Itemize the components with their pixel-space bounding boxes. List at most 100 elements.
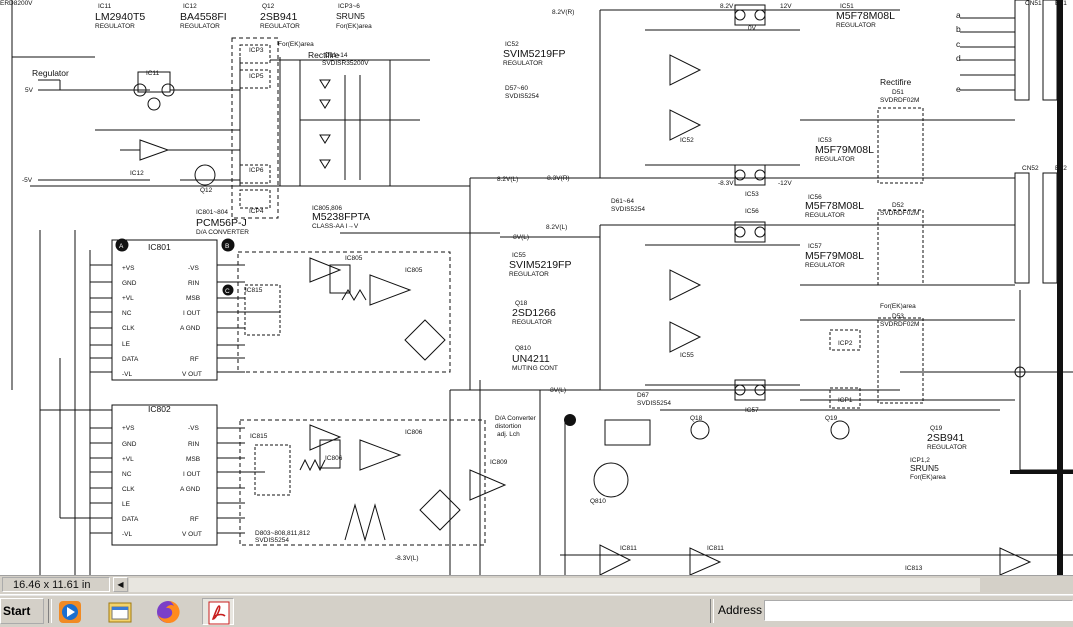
d51-part: SVDRDF02M xyxy=(880,97,919,104)
document-size-readout: 16.46 x 11.61 in xyxy=(2,577,110,592)
pin-vs: +VS xyxy=(122,265,135,272)
ic802-ref: IC802 xyxy=(148,404,171,414)
icp4-label: ICP4 xyxy=(249,208,264,215)
rectifire2-label: Rectifire xyxy=(880,77,911,87)
q12-ref-box: Q12 xyxy=(200,187,213,194)
firefox-icon xyxy=(157,600,180,623)
d53-part: SVDRDF02M xyxy=(880,321,919,328)
ic805-box-ref2: IC805 xyxy=(405,267,423,274)
icp12-part: SRUN5 xyxy=(910,463,939,473)
letter-e: e xyxy=(956,84,961,94)
ic809-box-ref: IC809 xyxy=(490,459,508,466)
v0-top: 0V xyxy=(748,25,757,32)
vm5-label: -5V xyxy=(22,177,33,184)
ic51-role: REGULATOR xyxy=(836,22,876,29)
media-player-button[interactable] xyxy=(54,598,86,625)
icp36-role: For(EK)area xyxy=(336,23,372,30)
d1114-label: D11~14 xyxy=(325,52,348,59)
pin-clk: CLK xyxy=(122,325,135,332)
d51-label: D51 xyxy=(892,89,904,96)
address-input[interactable] xyxy=(764,600,1073,621)
icp12-ref: ICP1,2 xyxy=(910,457,930,464)
acrobat-icon xyxy=(208,601,230,625)
pin-agnd: A GND xyxy=(180,325,201,332)
ic12-role: REGULATOR xyxy=(180,23,220,30)
ic815-box-ref2: IC815 xyxy=(250,433,268,440)
ic55-box-ref: IC55 xyxy=(680,352,694,359)
v12-top: 12V xyxy=(780,3,792,10)
pin2-le: LE xyxy=(122,501,131,508)
d6164-text: D61~64 xyxy=(611,198,634,205)
d52-label: D52 xyxy=(892,202,904,209)
d803-part: SVDIS5254 xyxy=(255,537,289,544)
acrobat-button[interactable] xyxy=(202,598,234,625)
ic801-ref: IC801 xyxy=(148,242,171,252)
ic56-box-ref: IC56 xyxy=(745,208,759,215)
folder-window-icon xyxy=(108,602,132,623)
d67-label: D67 xyxy=(637,392,649,399)
horizontal-scrollbar[interactable] xyxy=(129,578,980,592)
q19-ref: Q19 xyxy=(930,425,943,432)
ic53-ref: IC53 xyxy=(818,137,832,144)
icp3-label: ICP3 xyxy=(249,47,264,54)
start-button[interactable]: Start xyxy=(0,598,44,624)
q19-box-ref: Q19 xyxy=(825,415,838,422)
ic52-ref: IC52 xyxy=(505,41,519,48)
v5-label: 5V xyxy=(25,87,34,94)
q810-part: UN4211 xyxy=(512,353,550,365)
ic53-box-ref: IC53 xyxy=(745,191,759,198)
icp1-label: ICP1 xyxy=(838,397,853,404)
pin2-msb: MSB xyxy=(186,456,200,463)
ic801-role: D/A CONVERTER xyxy=(196,229,249,236)
firefox-button[interactable] xyxy=(152,598,184,625)
q12-ref: Q12 xyxy=(262,3,275,10)
ic56-role: REGULATOR xyxy=(805,212,845,219)
d803-text: D803~808,811,812 xyxy=(255,530,310,537)
q810-role1: MUTING CONT xyxy=(512,365,558,372)
ic806-box-ref2: IC806 xyxy=(325,455,343,462)
ic57-box-ref: IC57 xyxy=(745,407,759,414)
bus-82l2: 8.2V(L) xyxy=(546,224,567,231)
ic12-ref: IC12 xyxy=(183,3,197,10)
distortion-text: distortion xyxy=(495,423,522,430)
document-viewer[interactable]: ERD8200V IC11 LM2940T5 REGULATOR IC12 BA… xyxy=(0,0,1073,575)
q19-role: REGULATOR xyxy=(927,444,967,451)
vm83-mid: -8.3V xyxy=(718,180,734,187)
pin2-vs: +VS xyxy=(122,425,135,432)
pin2-iout: I OUT xyxy=(183,471,200,478)
pin-nvl: -VL xyxy=(122,371,133,378)
ic57-role: REGULATOR xyxy=(805,262,845,269)
d5764-text: D57~60 xyxy=(505,85,528,92)
regulator-label: Regulator xyxy=(32,68,69,78)
ic801-part: PCM56P-J xyxy=(196,217,247,229)
scroll-left-button[interactable]: ◀ xyxy=(113,577,128,592)
icp36-ref: ICP3~6 xyxy=(338,3,360,10)
statusbar-filler xyxy=(980,577,1073,594)
cn51-label: CN51 xyxy=(1025,0,1042,7)
status-bar: 16.46 x 11.61 in ◀ xyxy=(0,575,1073,595)
icp36-part: SRUN5 xyxy=(336,11,365,21)
pin-gnd: GND xyxy=(122,280,137,287)
ic805-part: M5238FPTA xyxy=(312,211,370,223)
ic55-role: REGULATOR xyxy=(509,271,549,278)
ic51-part: M5F78M08L xyxy=(836,10,895,22)
ic805-ref: IC805,806 xyxy=(312,205,342,212)
d67-part: SVDIS5254 xyxy=(637,400,671,407)
d5764-part: SVDIS5254 xyxy=(505,93,539,100)
bus-m8l2: -8V(L) xyxy=(548,387,566,394)
pin2-gnd: GND xyxy=(122,441,137,448)
letter-d: d xyxy=(956,53,961,63)
ic815-box-ref: IC815 xyxy=(245,287,263,294)
letter-a: a xyxy=(956,10,961,20)
ic57-ref: IC57 xyxy=(808,243,822,250)
pin2-nvl: -VL xyxy=(122,531,133,538)
taskbar: Start Address xyxy=(0,594,1073,627)
v82-top: 8.2V xyxy=(720,3,734,10)
q18-box-ref: Q18 xyxy=(690,415,703,422)
schematic-drawing: ERD8200V IC11 LM2940T5 REGULATOR IC12 BA… xyxy=(0,0,1073,575)
cn52-label: CN52 xyxy=(1022,165,1039,172)
d53-label: D53 xyxy=(892,313,904,320)
explorer-button[interactable] xyxy=(104,598,136,625)
pin-iout: I OUT xyxy=(183,310,200,317)
address-separator xyxy=(710,599,714,623)
